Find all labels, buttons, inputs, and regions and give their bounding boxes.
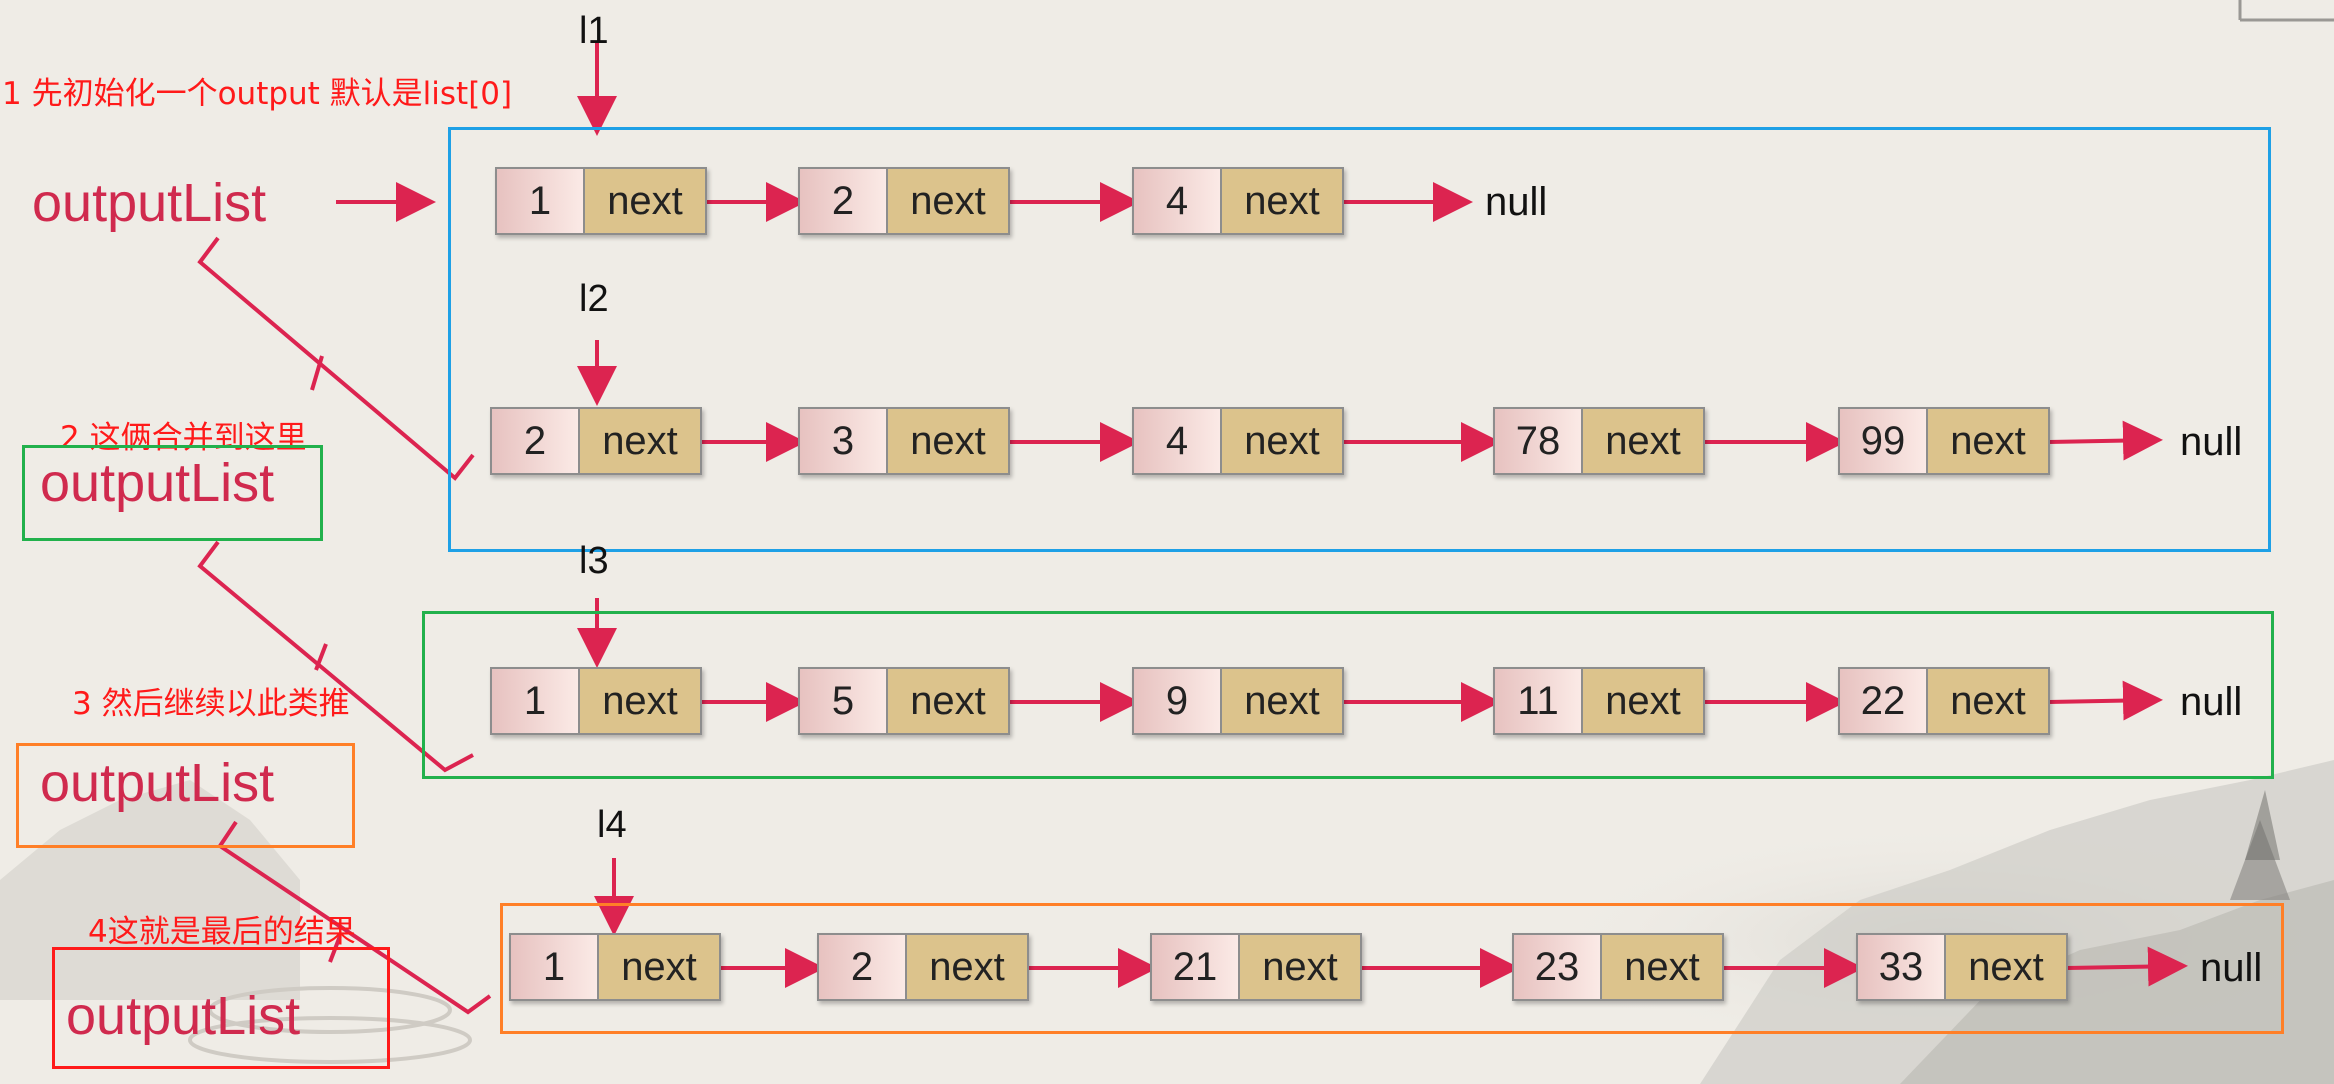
node-next: next <box>580 669 700 733</box>
node-value: 23 <box>1514 935 1602 999</box>
merge-bracket-1 <box>197 236 475 481</box>
node-next: next <box>1583 409 1703 473</box>
frame-l1-l2 <box>448 127 2271 552</box>
note-step-1: 1 先初始化一个output 默认是list[0] <box>2 76 513 112</box>
node-value: 2 <box>819 935 907 999</box>
output-list-label-2: outputList <box>40 453 275 513</box>
frame-l3 <box>422 611 2274 779</box>
node-value: 4 <box>1134 169 1222 233</box>
node-next: next <box>907 935 1027 999</box>
note-step-3: 3 然后继续以此类推 <box>72 686 350 722</box>
frame-l4 <box>500 903 2284 1034</box>
merge-bracket-1-tick <box>310 355 324 391</box>
note-step-4: 4这就是最后的结果 <box>88 914 356 950</box>
node-next: next <box>1222 169 1342 233</box>
node-next: next <box>1222 409 1342 473</box>
output-box-step-4 <box>52 947 390 1069</box>
node-value: 9 <box>1134 669 1222 733</box>
merge-bracket-2 <box>197 540 474 773</box>
node-value: 2 <box>800 169 888 233</box>
node-next: next <box>1602 935 1722 999</box>
pointer-label-l1: l1 <box>579 10 609 52</box>
node-next: next <box>1222 669 1342 733</box>
node-value: 33 <box>1858 935 1946 999</box>
node-next: next <box>599 935 719 999</box>
node-value: 1 <box>492 669 580 733</box>
output-list-label-1: outputList <box>32 173 267 233</box>
pointer-label-l3: l3 <box>579 540 609 582</box>
output-box-step-3 <box>16 743 355 848</box>
node-next: next <box>888 669 1008 733</box>
node-value: 78 <box>1495 409 1583 473</box>
merge-bracket-3 <box>217 820 492 1015</box>
node-value: 1 <box>511 935 599 999</box>
node-next: next <box>1928 669 2048 733</box>
node-value: 1 <box>497 169 585 233</box>
node-value: 4 <box>1134 409 1222 473</box>
node-next: next <box>888 409 1008 473</box>
merge-bracket-2-tick <box>314 643 328 671</box>
output-list-label-4: outputList <box>66 986 301 1046</box>
note-step-2: 2 这俩合并到这里 <box>60 420 307 456</box>
node-next: next <box>888 169 1008 233</box>
node-value: 11 <box>1495 669 1583 733</box>
null-terminator: null <box>2200 946 2263 990</box>
node-value: 5 <box>800 669 888 733</box>
node-next: next <box>1583 669 1703 733</box>
node-next: next <box>585 169 705 233</box>
pointer-label-l2: l2 <box>579 278 609 320</box>
node-value: 3 <box>800 409 888 473</box>
node-value: 21 <box>1152 935 1240 999</box>
node-value: 99 <box>1840 409 1928 473</box>
output-list-label-3: outputList <box>40 753 275 813</box>
pointer-label-l4: l4 <box>597 804 627 846</box>
null-terminator: null <box>2180 680 2243 724</box>
node-value: 2 <box>492 409 580 473</box>
node-next: next <box>1928 409 2048 473</box>
null-terminator: null <box>2180 420 2243 464</box>
node-next: next <box>1240 935 1360 999</box>
node-next: next <box>580 409 700 473</box>
node-value: 22 <box>1840 669 1928 733</box>
node-next: next <box>1946 935 2066 999</box>
output-box-step-2 <box>22 445 323 541</box>
null-terminator: null <box>1485 180 1548 224</box>
